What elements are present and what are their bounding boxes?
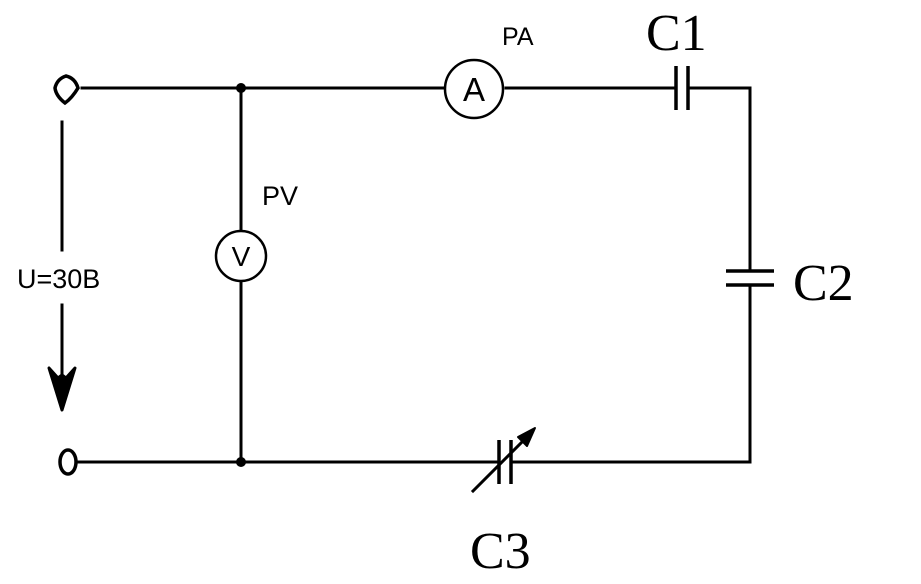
capacitor-c2 — [726, 269, 774, 287]
voltmeter-label: PV — [262, 181, 298, 211]
voltage-arrow — [47, 120, 77, 412]
top-terminal — [53, 74, 80, 106]
capacitor-c3-variable — [470, 427, 536, 494]
capacitor-c1 — [674, 66, 690, 110]
capacitor-c3-label: C3 — [470, 523, 531, 580]
voltmeter-symbol: V — [232, 241, 251, 272]
ammeter-symbol: A — [463, 71, 485, 108]
bottom-terminal — [58, 448, 78, 476]
capacitor-c1-label: C1 — [646, 5, 707, 62]
top-junction-node — [236, 83, 246, 93]
ammeter-label: PA — [502, 23, 534, 51]
voltmeter: V — [214, 229, 268, 283]
bottom-junction-node — [236, 457, 246, 467]
capacitor-c2-label: C2 — [793, 255, 854, 312]
ammeter: A — [443, 58, 505, 120]
voltage-label: U=30B — [17, 264, 100, 294]
